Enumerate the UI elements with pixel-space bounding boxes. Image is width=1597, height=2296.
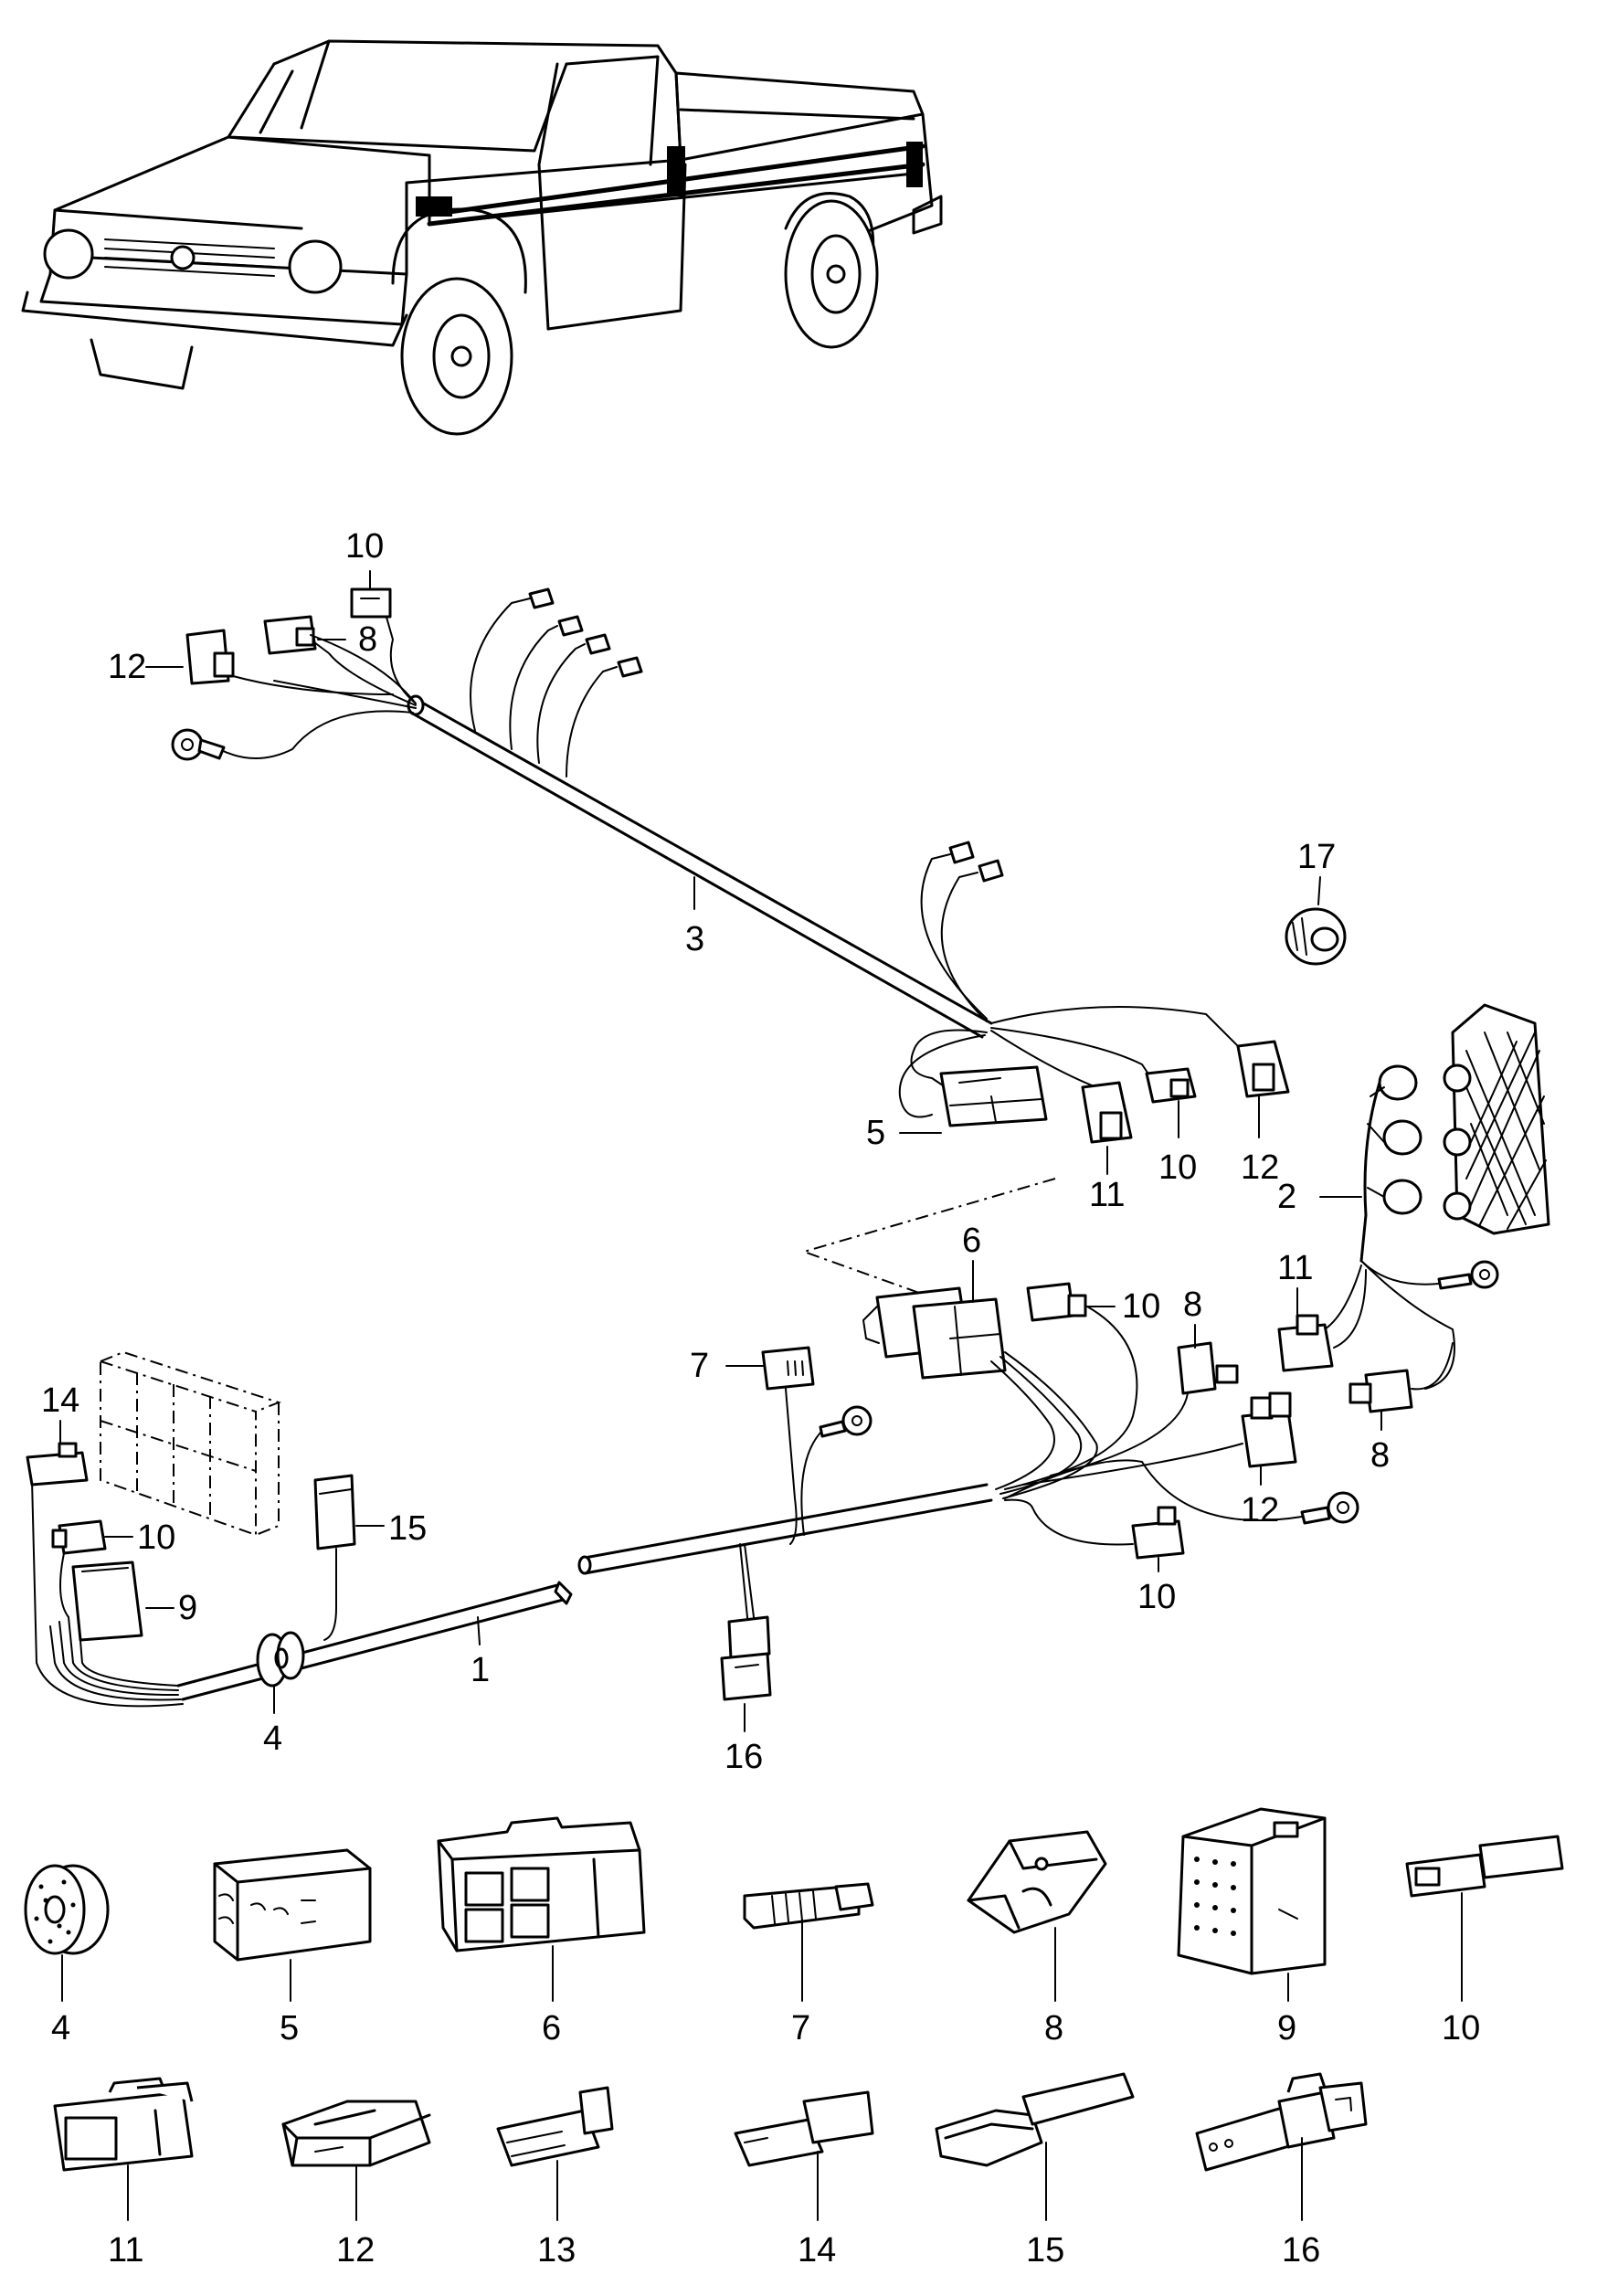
legend-label-10: 10: [1442, 2009, 1480, 2047]
parts-legend-row-2: [53, 2072, 1368, 2172]
legend-label-4: 4: [51, 2009, 70, 2047]
callout-7: 7: [690, 1347, 709, 1385]
callout-2: 2: [1277, 1178, 1296, 1216]
callout-leaders: [59, 570, 1463, 2221]
leader-5-to-6: [800, 1178, 1056, 1298]
legend-label-16: 16: [1282, 2231, 1320, 2270]
callout-10: 10: [1122, 1287, 1160, 1326]
callout-1: 1: [471, 1651, 490, 1689]
tail-light-harness-2: [1315, 1003, 1550, 1390]
callout-numbers: 10 8 12 3 17 5 11 10 12 2 6 10 7 8 11 12…: [41, 527, 1480, 2270]
harness-1: [26, 1269, 1454, 1708]
callout-11: 11: [1089, 1176, 1125, 1214]
grommet-17: [1285, 907, 1347, 966]
legend-label-9: 9: [1277, 2009, 1296, 2047]
callout-12: 12: [108, 648, 146, 686]
callout-10: 10: [1137, 1578, 1176, 1616]
callout-15: 15: [388, 1509, 427, 1548]
callout-14: 14: [41, 1381, 79, 1420]
callout-9: 9: [178, 1589, 197, 1627]
legend-label-7: 7: [791, 2009, 810, 2047]
legend-label-11: 11: [108, 2231, 143, 2270]
legend-label-6: 6: [542, 2009, 561, 2047]
callout-8: 8: [1370, 1436, 1390, 1475]
callout-5: 5: [866, 1114, 885, 1152]
callout-10: 10: [137, 1518, 175, 1557]
callout-12: 12: [1241, 1491, 1279, 1529]
callout-3: 3: [685, 920, 704, 958]
callout-4: 4: [263, 1719, 282, 1758]
callout-10: 10: [1158, 1148, 1197, 1187]
legend-label-13: 13: [537, 2231, 576, 2270]
callout-12: 12: [1241, 1148, 1279, 1187]
legend-label-5: 5: [280, 2009, 299, 2047]
legend-label-8: 8: [1044, 2009, 1063, 2047]
harness-3: [171, 587, 1290, 1144]
legend-label-15: 15: [1026, 2231, 1064, 2270]
fuse-relay-panel: [100, 1350, 281, 1537]
callout-11: 11: [1277, 1249, 1313, 1287]
callout-16: 16: [724, 1738, 763, 1776]
callout-6: 6: [962, 1222, 981, 1260]
callout-10: 10: [345, 527, 384, 566]
callout-17: 17: [1297, 838, 1336, 876]
callout-8: 8: [1183, 1286, 1202, 1324]
callout-8: 8: [358, 620, 377, 659]
pickup-truck-illustration: [21, 39, 943, 436]
legend-label-14: 14: [798, 2231, 836, 2270]
legend-label-12: 12: [336, 2231, 375, 2270]
parts-legend-row-1: [24, 1807, 1564, 1975]
